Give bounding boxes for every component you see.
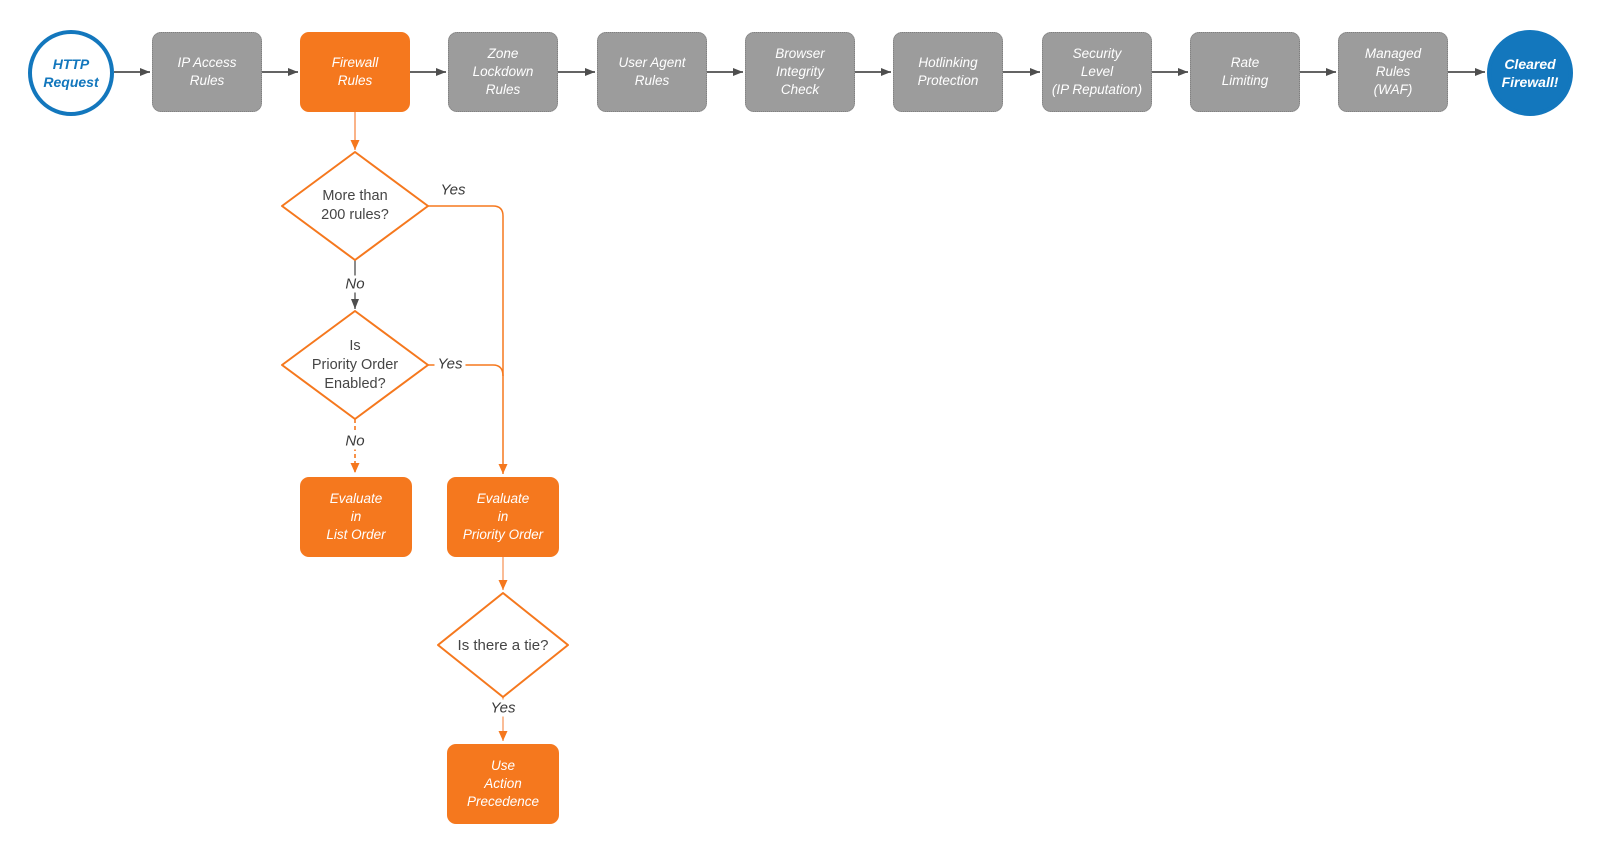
label-line: HTTP (52, 56, 90, 72)
label-line: Is (349, 337, 361, 354)
label-line: Evaluate (329, 491, 383, 506)
label-line: Use (490, 758, 515, 773)
label-line: Limiting (1221, 73, 1269, 88)
label-line: (WAF) (1373, 82, 1413, 97)
node-label: IP Access Rules (177, 54, 236, 90)
label-line: Priority Order (462, 527, 544, 542)
node-http-request: HTTP Request (28, 30, 114, 116)
node-label: Use Action Precedence (467, 757, 539, 811)
node-rate-limiting: Rate Limiting (1190, 32, 1300, 112)
label-line: Rules (634, 73, 670, 88)
node-label: Managed Rules (WAF) (1365, 45, 1421, 99)
label-line: Cleared (1504, 56, 1556, 72)
label-line: Protection (917, 73, 979, 88)
decision-priority-order-enabled (281, 310, 429, 420)
connector-priority-yes (428, 364, 504, 377)
node-user-agent-rules: User Agent Rules (597, 32, 707, 112)
decision-more-than-200-rules (281, 151, 429, 261)
label-line: Security (1072, 46, 1122, 61)
decision-label-is-there-a-tie: Is there a tie? (433, 630, 573, 660)
node-label: Evaluate in Priority Order (463, 490, 543, 544)
node-label: Hotlinking Protection (918, 54, 979, 90)
node-label: Security Level (IP Reputation) (1052, 45, 1142, 99)
label-line: Browser (775, 46, 825, 61)
node-evaluate-list-order: Evaluate in List Order (300, 477, 412, 557)
node-browser-integrity-check: Browser Integrity Check (745, 32, 855, 112)
label-line: Firewall (331, 55, 379, 70)
node-label: User Agent Rules (618, 54, 685, 90)
node-managed-rules-waf: Managed Rules (WAF) (1338, 32, 1448, 112)
node-hotlinking-protection: Hotlinking Protection (893, 32, 1003, 112)
decision-label-more-than-200-rules: More than 200 rules? (285, 177, 425, 235)
label-line: IP Access (177, 55, 237, 70)
node-label: Rate Limiting (1222, 54, 1269, 90)
label-line: Rules (189, 73, 225, 88)
edge-label-rules-count-yes: Yes (440, 181, 466, 199)
edge-label-priority-no: No (342, 432, 368, 450)
node-firewall-rules: Firewall Rules (300, 32, 410, 112)
label-line: More than (322, 188, 388, 204)
node-zone-lockdown-rules: Zone Lockdown Rules (448, 32, 558, 112)
node-label: Browser Integrity Check (775, 45, 825, 99)
edge-label-priority-yes: Yes (434, 355, 466, 373)
node-ip-access-rules: IP Access Rules (152, 32, 262, 112)
node-label: HTTP Request (43, 55, 98, 91)
label-line: Firewall! (1501, 74, 1559, 90)
decision-is-there-a-tie (437, 592, 569, 698)
label-line: Rate (1230, 55, 1260, 70)
node-use-action-precedence: Use Action Precedence (447, 744, 559, 824)
label-line: Action (484, 776, 522, 791)
label-line: Level (1080, 64, 1114, 79)
edge-label-tie-yes: Yes (487, 699, 519, 717)
label-line: Hotlinking (918, 55, 978, 70)
label-line: Zone (487, 46, 519, 61)
label-line: 200 rules? (321, 207, 389, 223)
node-evaluate-priority-order: Evaluate in Priority Order (447, 477, 559, 557)
edge-label-rules-count-no: No (342, 275, 368, 293)
decision-label-priority-order-enabled: Is Priority Order Enabled? (285, 327, 425, 403)
label-line: Check (780, 82, 820, 97)
label-line: Rules (1375, 64, 1411, 79)
label-line: Enabled? (324, 375, 386, 392)
node-label: Evaluate in List Order (326, 490, 385, 544)
node-label: Cleared Firewall! (1502, 55, 1559, 91)
node-label: Zone Lockdown Rules (473, 45, 534, 99)
label-line: in (350, 509, 362, 524)
label-line: Integrity (775, 64, 824, 79)
label-line: Lockdown (472, 64, 534, 79)
label-line: Rules (337, 73, 373, 88)
label-line: List Order (326, 527, 386, 542)
label-line: Precedence (466, 794, 540, 809)
label-line: Rules (485, 82, 521, 97)
label-line: (IP Reputation) (1051, 82, 1143, 97)
label-line: Managed (1364, 46, 1422, 61)
label-line: in (497, 509, 509, 524)
node-cleared-firewall: Cleared Firewall! (1487, 30, 1573, 116)
label-line: Priority Order (311, 356, 399, 373)
label-line: Is there a tie? (457, 636, 549, 654)
label-line: Request (43, 74, 99, 90)
label-line: Evaluate (476, 491, 530, 506)
node-security-level: Security Level (IP Reputation) (1042, 32, 1152, 112)
label-line: User Agent (618, 55, 686, 70)
node-label: Firewall Rules (332, 54, 379, 90)
connector-rules-count-yes (428, 205, 508, 474)
